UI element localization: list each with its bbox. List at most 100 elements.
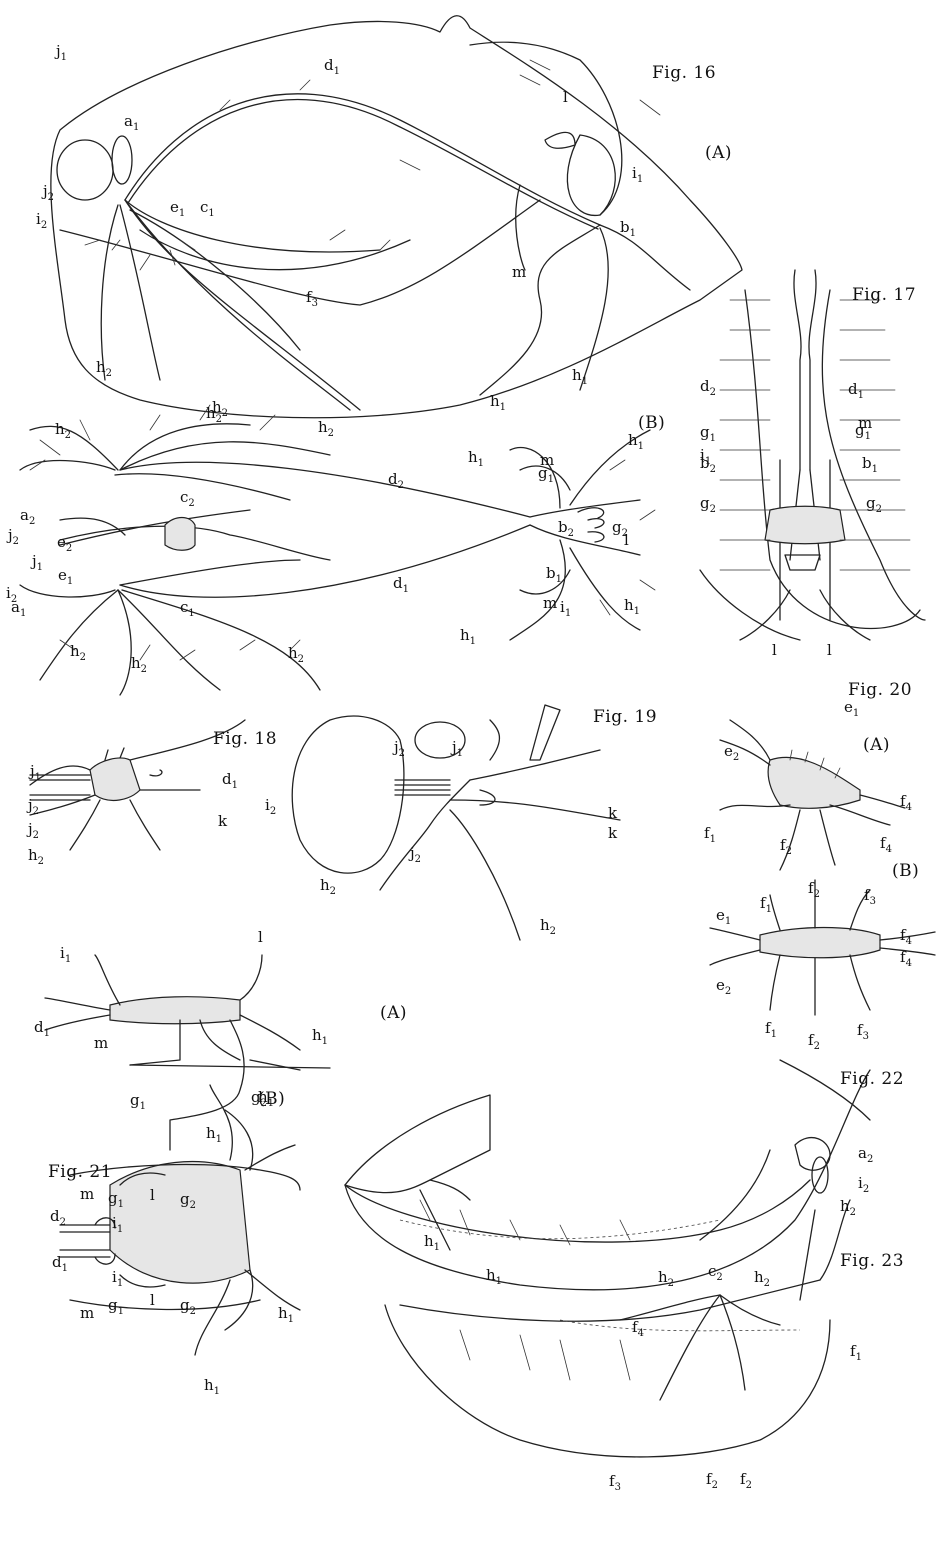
label-subscript: 1 (710, 834, 716, 845)
label-subscript: 1 (872, 464, 878, 475)
label-subscript: 2 (190, 1306, 196, 1317)
label-f19-i2: i2 (265, 796, 276, 817)
label-f22-i2: i2 (858, 1174, 869, 1195)
label-f21b-g1: g1 (108, 1296, 124, 1317)
label-subscript: 2 (141, 664, 147, 675)
label-f16b-h1: h1 (460, 626, 476, 647)
label-f16b-b1: b1 (546, 564, 562, 585)
label-f20b-f3: f3 (864, 886, 876, 907)
label-subscript: 4 (886, 844, 892, 855)
label-subscript: 2 (415, 854, 421, 865)
label-subscript: 1 (118, 1306, 124, 1317)
label-f23-f2: f2 (740, 1470, 752, 1491)
label-subscript: 1 (478, 458, 484, 469)
label-f20b-f2: f2 (808, 879, 820, 900)
label-subscript: 2 (222, 408, 228, 419)
label-subscript: 2 (33, 830, 39, 841)
label-f17-d2: d2 (700, 377, 716, 398)
label-f19-j1: j1 (450, 738, 463, 759)
label-f20b-f1: f1 (765, 1019, 777, 1040)
label-f16a-m: m (512, 263, 526, 281)
label-subscript: 1 (140, 1101, 146, 1112)
label-subscript: 2 (399, 748, 405, 759)
fig20-panel-b: (B) (892, 861, 919, 881)
label-f21b-d1: d1 (52, 1253, 68, 1274)
fig20-panel-a: (A) (863, 735, 890, 755)
label-subscript: 2 (188, 498, 194, 509)
fig21-title: Fig. 21 (48, 1162, 112, 1182)
label-subscript: 1 (61, 52, 67, 63)
label-subscript: 2 (850, 1207, 856, 1218)
label-subscript: 3 (870, 896, 876, 907)
label-subscript: 2 (270, 806, 276, 817)
label-subscript: 2 (786, 846, 792, 857)
label-f16b-a1: a1 (11, 598, 26, 619)
label-f16b-m: m (543, 594, 557, 612)
label-f22-h2: h2 (840, 1197, 856, 1218)
label-f19-h2: h2 (540, 916, 556, 937)
label-subscript: 1 (766, 904, 772, 915)
label-f17-b1: b1 (862, 454, 878, 475)
label-f16a-e1: e1 (170, 198, 185, 219)
label-f18-j2: j2 (26, 820, 39, 841)
label-f21a-d1: d1 (34, 1018, 50, 1039)
label-subscript: 2 (710, 387, 716, 398)
label-f21a-i1: i1 (60, 944, 71, 965)
label-subscript: 2 (725, 986, 731, 997)
fig21-panel-b: (B) (258, 1089, 285, 1109)
fig18-title: Fig. 18 (213, 729, 277, 749)
label-f19-k: k (608, 824, 618, 842)
label-subscript: 1 (556, 574, 562, 585)
label-subscript: 1 (334, 66, 340, 77)
label-f21b-l: l (150, 1291, 155, 1309)
fig20-title: Fig. 20 (848, 680, 912, 700)
label-subscript: 1 (288, 1314, 294, 1325)
label-subscript: 1 (188, 608, 194, 619)
label-f16b-h2: h2 (288, 644, 304, 665)
label-f16b-h2: h2 (70, 642, 86, 663)
label-f16b-h2: h2 (55, 420, 71, 441)
label-subscript: 3 (615, 1482, 621, 1493)
label-subscript: 1 (637, 174, 643, 185)
label-f16a-c1: c1 (200, 198, 215, 219)
label-f21b-m: m (80, 1304, 94, 1322)
label-f16a-h2: h2 (96, 358, 112, 379)
label-f17-g2: g2 (866, 494, 882, 515)
label-subscript: 1 (20, 608, 26, 619)
label-f22-h1: h1 (486, 1266, 502, 1287)
label-subscript: 1 (565, 608, 571, 619)
label-subscript: 2 (733, 752, 739, 763)
label-subscript: 2 (298, 654, 304, 665)
label-subscript: 2 (29, 516, 35, 527)
label-subscript: 2 (746, 1480, 752, 1491)
label-subscript: 1 (37, 562, 43, 573)
label-subscript: 2 (41, 220, 47, 231)
label-subscript: 1 (710, 433, 716, 444)
label-subscript: 2 (550, 926, 556, 937)
label-subscript: 2 (13, 536, 19, 547)
label-subscript: 2 (764, 1278, 770, 1289)
label-subscript: 2 (38, 856, 44, 867)
label-subscript: 1 (771, 1029, 777, 1040)
label-f16b-e1: e1 (58, 566, 73, 587)
label-subscript: 4 (906, 958, 912, 969)
label-subscript: 1 (214, 1386, 220, 1397)
label-subscript: 2 (65, 430, 71, 441)
label-subscript: 1 (500, 402, 506, 413)
label-subscript: 2 (863, 1184, 869, 1195)
label-subscript: 2 (330, 886, 336, 897)
label-f19-h2: h2 (320, 876, 336, 897)
label-subscript: 1 (725, 916, 731, 927)
label-f20a-f4: f4 (900, 792, 912, 813)
label-subscript: 1 (62, 1263, 68, 1274)
label-subscript: 1 (67, 576, 73, 587)
label-subscript: 2 (328, 428, 334, 439)
label-subscript: 2 (712, 1480, 718, 1491)
fig19-title: Fig. 19 (593, 707, 657, 727)
label-subscript: 1 (232, 780, 238, 791)
label-subscript: 2 (106, 368, 112, 379)
fig21b-drawing (60, 1085, 300, 1355)
label-subscript: 1 (44, 1028, 50, 1039)
fig16-panel-a: (A) (705, 143, 732, 163)
